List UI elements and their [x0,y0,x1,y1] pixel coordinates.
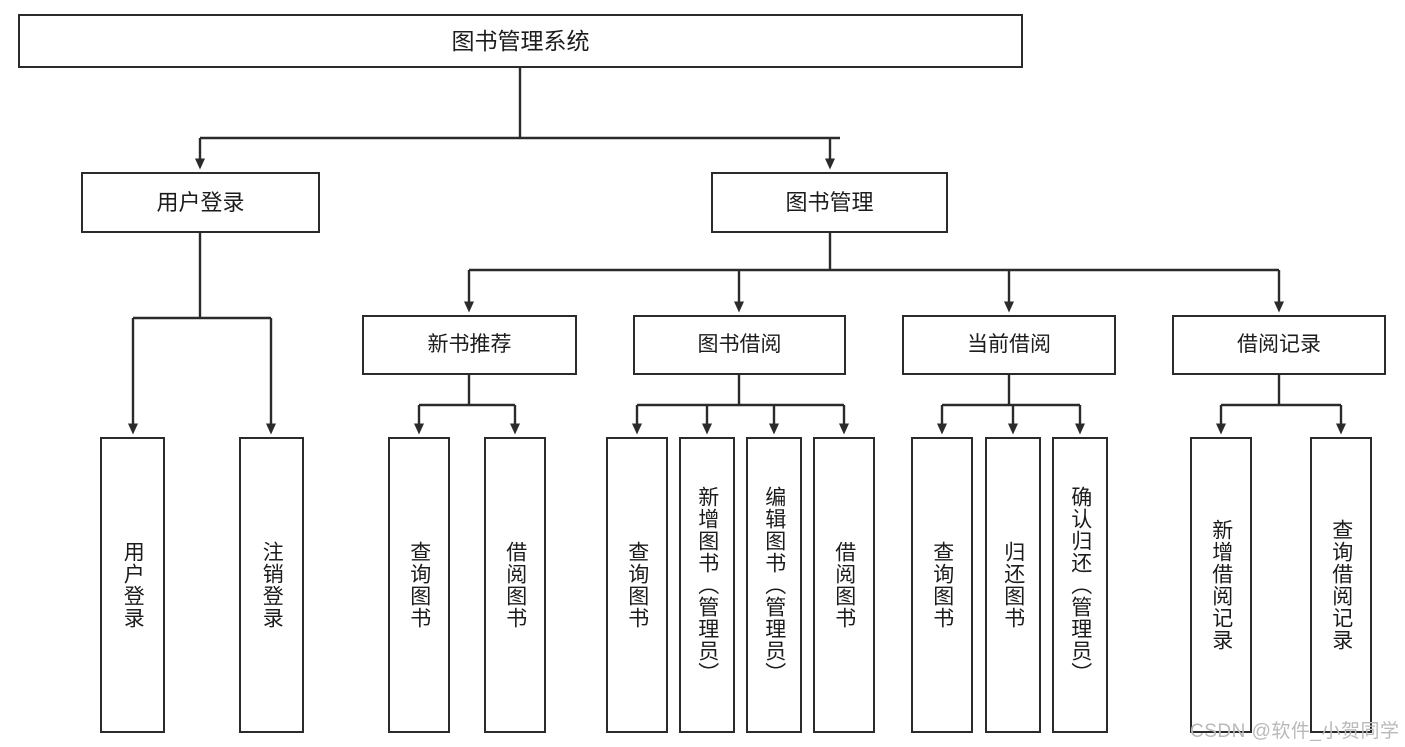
leaf-query-book-borrow[interactable]: 查询图书 [606,437,668,733]
node-user-login-label: 用户登录 [156,189,245,215]
leaf-confirm-return-admin[interactable]: 确认归还（管理员） [1052,437,1108,733]
node-current-borrow-label: 当前借阅 [967,332,1051,356]
leaf-logout-label: 注销登录 [260,541,284,629]
node-book-management[interactable]: 图书管理 [711,172,948,233]
leaf-user-login[interactable]: 用户登录 [100,437,165,733]
leaf-query-book-current-label: 查询图书 [930,541,954,629]
node-user-login[interactable]: 用户登录 [81,172,320,233]
leaf-add-borrow-record-label: 新增借阅记录 [1209,519,1233,651]
node-new-book-recommend[interactable]: 新书推荐 [362,315,577,375]
leaf-logout[interactable]: 注销登录 [239,437,304,733]
leaf-query-borrow-record-label: 查询借阅记录 [1329,519,1353,651]
leaf-add-book-admin-label: 新增图书（管理员） [695,486,719,684]
leaf-edit-book-admin[interactable]: 编辑图书（管理员） [746,437,802,733]
leaf-query-book-borrow-label: 查询图书 [625,541,649,629]
leaf-confirm-return-admin-label: 确认归还（管理员） [1068,486,1092,684]
leaf-return-book[interactable]: 归还图书 [985,437,1041,733]
node-current-borrow[interactable]: 当前借阅 [902,315,1116,375]
leaf-borrow-book-label: 借阅图书 [832,541,856,629]
node-root-label: 图书管理系统 [451,27,590,54]
node-book-borrow-label: 图书借阅 [697,332,782,356]
leaf-edit-book-admin-label: 编辑图书（管理员） [762,486,786,684]
leaf-user-login-label: 用户登录 [121,541,145,629]
node-new-book-recommend-label: 新书推荐 [427,332,512,356]
node-borrow-records-label: 借阅记录 [1237,332,1321,356]
leaf-add-book-admin[interactable]: 新增图书（管理员） [679,437,735,733]
csdn-watermark: CSDN @软件_小贺同学 [1190,721,1400,742]
leaf-return-book-label: 归还图书 [1001,541,1025,629]
leaf-query-book-recommend[interactable]: 查询图书 [388,437,450,733]
node-book-borrow[interactable]: 图书借阅 [633,315,846,375]
leaf-query-book-current[interactable]: 查询图书 [911,437,973,733]
node-borrow-records[interactable]: 借阅记录 [1172,315,1386,375]
leaf-query-borrow-record[interactable]: 查询借阅记录 [1310,437,1372,733]
node-root[interactable]: 图书管理系统 [18,14,1023,68]
leaf-query-book-recommend-label: 查询图书 [407,541,431,629]
leaf-borrow-book[interactable]: 借阅图书 [813,437,875,733]
leaf-borrow-book-recommend-label: 借阅图书 [503,541,527,629]
leaf-add-borrow-record[interactable]: 新增借阅记录 [1190,437,1252,733]
node-book-management-label: 图书管理 [785,189,874,215]
leaf-borrow-book-recommend[interactable]: 借阅图书 [484,437,546,733]
